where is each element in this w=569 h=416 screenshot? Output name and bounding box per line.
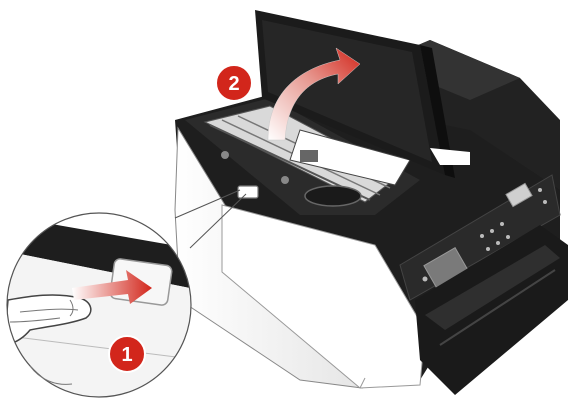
step-1-number: 1 bbox=[121, 344, 132, 366]
step-badge-icon: 1 bbox=[109, 336, 145, 372]
zoom-callout bbox=[0, 213, 200, 400]
step-2-number: 2 bbox=[228, 73, 239, 95]
step-badge-icon: 2 bbox=[216, 65, 252, 101]
release-button-slot bbox=[238, 186, 258, 198]
